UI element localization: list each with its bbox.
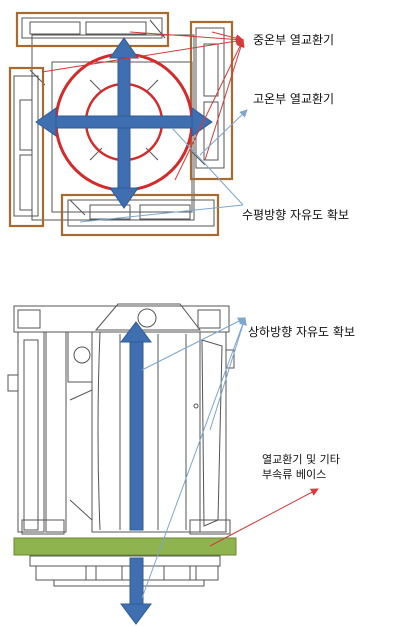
horizontal-freedom-label: 수평방향 자유도 확보	[242, 208, 349, 222]
base-label-line1: 열교환기 및 기타	[262, 453, 340, 466]
base-leader	[209, 488, 319, 547]
high-temp-leaders	[199, 109, 248, 156]
hx-module-bottom	[60, 193, 220, 237]
vertical-freedom-label: 상하방향 자유도 확보	[248, 325, 355, 339]
hx-module-left	[8, 66, 45, 228]
side-view: 상하방향 자유도 확보 열교환기 및 기타 부속류 베이스	[7, 303, 355, 625]
base-label-line2: 부속류 베이스	[262, 468, 326, 481]
mid-temp-leaders	[41, 31, 245, 181]
vertical-arrow-icon	[120, 321, 152, 625]
four-way-arrow-icon	[35, 37, 213, 209]
top-view: 중온부 열교환기 고온부 열교환기 수평방향 자유도 확보	[8, 11, 349, 237]
hx-module-top	[15, 11, 170, 48]
base-plate	[13, 537, 237, 556]
side-view-structure	[7, 303, 235, 587]
hx-module-right	[189, 20, 234, 181]
vertical-freedom-leaders	[141, 317, 247, 599]
mid-temp-hx-label: 중온부 열교환기	[253, 33, 334, 47]
high-temp-hx-label: 고온부 열교환기	[253, 92, 334, 106]
horizontal-freedom-leaders	[79, 127, 244, 223]
